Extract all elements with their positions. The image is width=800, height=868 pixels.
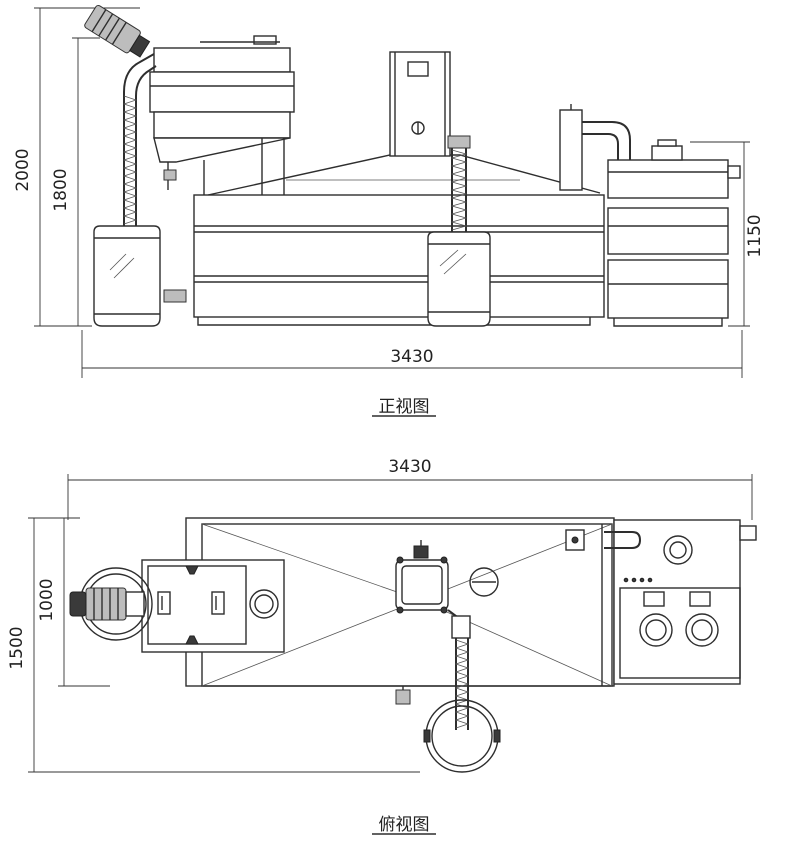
control-box-plan (395, 540, 499, 614)
dim-1500-label: 1500 (7, 626, 27, 669)
dim-1500: 1500 (7, 517, 420, 773)
front-view-caption: 正视图 (379, 397, 430, 417)
middle-bin (427, 231, 491, 327)
lift-tank (559, 104, 741, 327)
dim-1000: 1000 (37, 518, 110, 687)
dim-3430-top-label: 3430 (388, 457, 431, 477)
main-tank (193, 154, 605, 326)
dim-1000-label: 1000 (37, 578, 57, 621)
conveyor-plan (395, 609, 501, 773)
dim-2000: 2000 (13, 7, 140, 327)
middle-conveyor (447, 135, 471, 232)
dim-3430-front: 3430 (81, 330, 743, 378)
dim-1150-label: 1150 (745, 214, 765, 257)
lift-tank-plan (565, 519, 757, 685)
control-box (389, 51, 451, 157)
dim-1150: 1150 (690, 141, 765, 327)
motor (84, 4, 151, 58)
dim-1800: 1800 (51, 37, 100, 326)
front-view: 2000 1800 1150 3430 (13, 4, 765, 417)
top-view-caption: 俯视图 (379, 815, 430, 835)
dim-3430-front-label: 3430 (390, 347, 433, 367)
dim-3430-top: 3430 (67, 457, 753, 520)
grit-tank-plan (141, 559, 285, 653)
grit-tank (149, 35, 295, 195)
top-view: 3430 1500 1000 (7, 457, 757, 835)
left-conveyor (122, 53, 157, 226)
motor-plan (69, 567, 153, 641)
left-bin (93, 225, 187, 327)
dim-2000-label: 2000 (13, 148, 33, 191)
dim-1800-label: 1800 (51, 168, 71, 211)
